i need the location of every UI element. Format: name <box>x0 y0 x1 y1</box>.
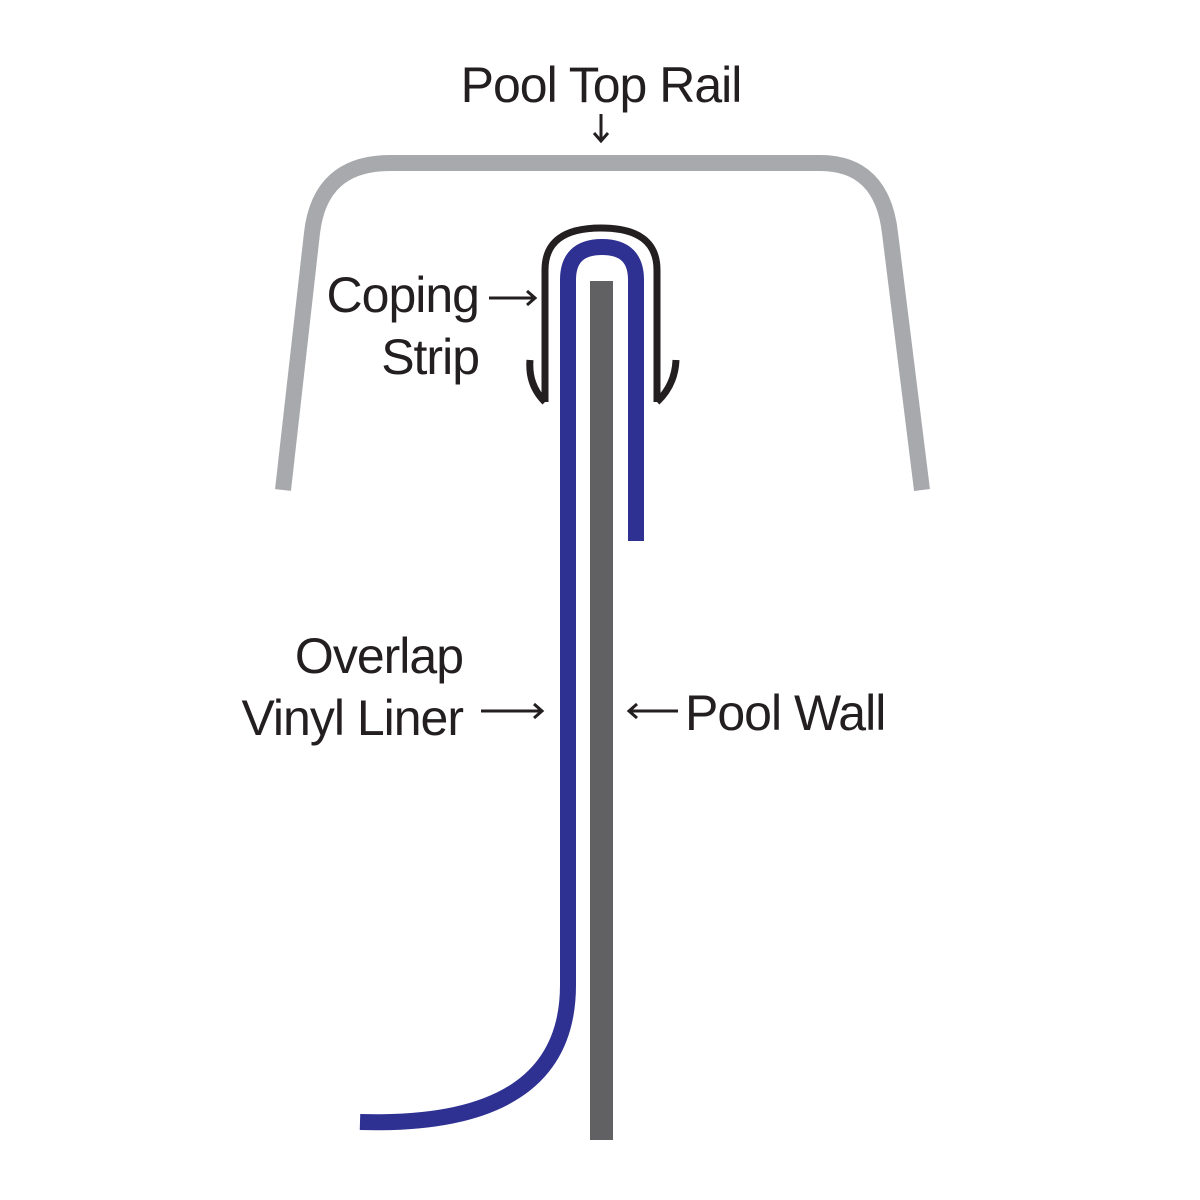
vinyl-liner <box>359 238 644 1131</box>
coping-strip-right-lip <box>654 359 680 405</box>
pool-top-rail <box>275 155 930 491</box>
coping-strip-label-line1: Coping <box>327 267 479 323</box>
coping-strip-arrow-icon <box>489 289 538 307</box>
coping-strip-left-lip <box>526 359 548 405</box>
pool-wall-label: Pool Wall <box>685 685 885 741</box>
top-rail-arrow-icon <box>592 114 610 144</box>
vinyl-liner-label-line1: Overlap <box>295 628 463 684</box>
coping-strip <box>541 224 661 402</box>
pool-wall <box>590 281 613 1140</box>
vinyl-liner-label-line2: Vinyl Liner <box>241 690 463 746</box>
vinyl-liner-arrow-icon <box>481 702 545 720</box>
pool-wall-arrow-icon <box>626 702 678 720</box>
top-rail-label: Pool Top Rail <box>461 57 742 113</box>
coping-strip-label-line2: Strip <box>381 329 479 385</box>
